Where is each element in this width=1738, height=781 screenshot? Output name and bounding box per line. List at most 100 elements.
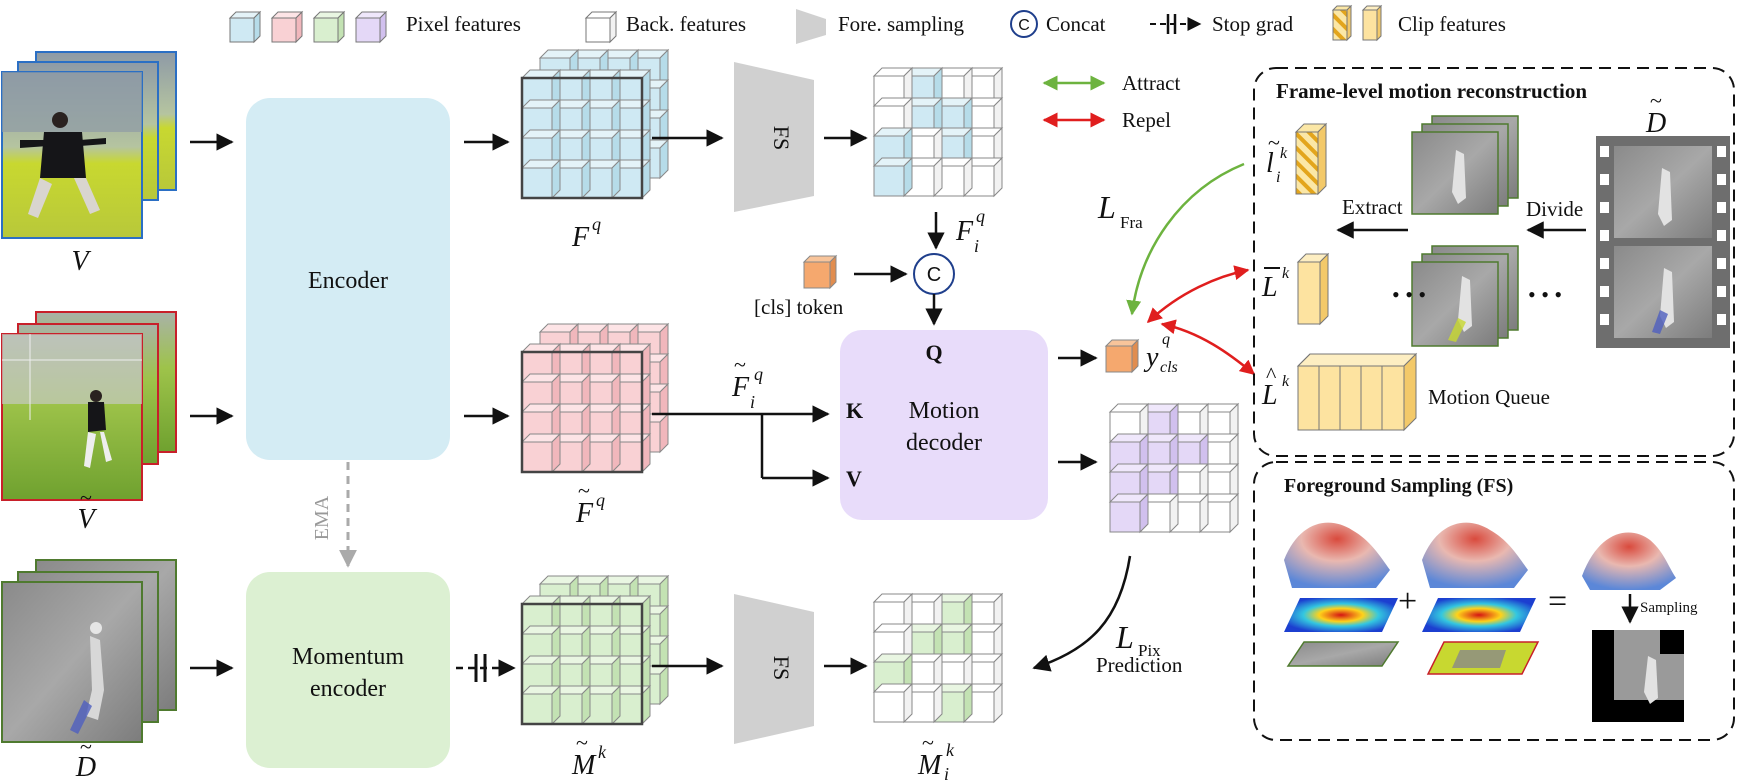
fs-panel-title: Foreground Sampling (FS) bbox=[1284, 475, 1513, 497]
svg-text:i: i bbox=[974, 236, 979, 256]
plus-sign: + bbox=[1398, 583, 1417, 620]
tilde-v: ~ bbox=[80, 485, 92, 510]
divide-label: Divide bbox=[1526, 197, 1583, 221]
svg-text:k: k bbox=[1280, 145, 1288, 162]
label-lhat: L ^ k bbox=[1261, 362, 1290, 411]
legend-back-features: Back. features bbox=[626, 12, 746, 36]
fs-label-top: FS bbox=[769, 126, 794, 150]
legend-concat: Concat bbox=[1046, 12, 1106, 36]
momentum-encoder-block bbox=[246, 572, 450, 768]
label-fiq: F i q bbox=[955, 206, 985, 256]
legend-stop-grad: Stop grad bbox=[1212, 12, 1294, 36]
label-d-tilde: D bbox=[75, 752, 96, 781]
tilde-d: ~ bbox=[80, 734, 92, 759]
encoder-block bbox=[246, 98, 450, 460]
fore-sampling-icon bbox=[796, 9, 826, 44]
svg-text:M: M bbox=[917, 750, 943, 781]
svg-text:~: ~ bbox=[922, 730, 934, 755]
stop-grad-icon bbox=[1150, 14, 1202, 34]
input-clip-v-tilde bbox=[1, 311, 177, 501]
film-strip bbox=[1596, 136, 1730, 348]
label-lpix: L Pix Prediction bbox=[1096, 619, 1183, 677]
momentum-encoder-label-2: encoder bbox=[310, 676, 386, 702]
svg-text:F: F bbox=[575, 498, 594, 529]
legend-repel: Repel bbox=[1122, 108, 1171, 132]
svg-text:q: q bbox=[592, 214, 601, 234]
momentum-encoder-label-1: Momentum bbox=[292, 644, 404, 670]
input-clip-v bbox=[1, 51, 177, 239]
svg-text:~: ~ bbox=[578, 478, 590, 503]
decoder-k-label: K bbox=[846, 398, 863, 423]
repel-curve-1 bbox=[1146, 265, 1250, 324]
heatmap-stack-2 bbox=[1422, 522, 1540, 675]
heatmap-stack-1 bbox=[1284, 522, 1400, 667]
feature-grid-mk bbox=[520, 574, 670, 726]
svg-text:k: k bbox=[1282, 373, 1290, 390]
svg-text:i: i bbox=[1276, 169, 1280, 186]
svg-text:i: i bbox=[750, 392, 755, 412]
sampled-mask bbox=[1592, 630, 1684, 722]
decoder-q-label: Q bbox=[925, 340, 942, 365]
attract-curve bbox=[1126, 162, 1245, 316]
concat-icon-letter: C bbox=[1018, 17, 1030, 34]
back-feature-cube-icon bbox=[584, 10, 618, 44]
clip-feature-lbar bbox=[1296, 252, 1330, 326]
motion-queue bbox=[1296, 352, 1418, 432]
label-ycls: y q cls bbox=[1143, 331, 1178, 376]
pixel-feature-cubes-icon bbox=[228, 10, 388, 44]
label-mk: M ~ k bbox=[571, 730, 607, 781]
stop-grad-arrow bbox=[456, 654, 516, 682]
pix-prediction-arrow bbox=[1032, 555, 1132, 672]
decoder-v-label: V bbox=[846, 466, 862, 491]
clip-feature-li bbox=[1294, 122, 1328, 196]
svg-text:q: q bbox=[596, 490, 605, 510]
label-lfra: L Fra bbox=[1097, 189, 1143, 232]
input-clip-d-tilde bbox=[1, 559, 177, 743]
label-lbar: L k bbox=[1261, 265, 1290, 303]
legend-fore-sampling: Fore. sampling bbox=[838, 12, 964, 36]
svg-text:F: F bbox=[731, 372, 750, 403]
legend-attract: Attract bbox=[1122, 71, 1180, 95]
svg-text:F: F bbox=[955, 216, 974, 247]
motion-queue-label: Motion Queue bbox=[1428, 385, 1550, 409]
label-d-tilde-panel: D ~ bbox=[1645, 88, 1666, 139]
dots-right: • • • bbox=[1528, 282, 1562, 307]
svg-text:^: ^ bbox=[1266, 362, 1277, 387]
svg-text:L: L bbox=[1097, 189, 1116, 225]
svg-text:M: M bbox=[571, 750, 597, 781]
dots-left: • • • bbox=[1392, 282, 1426, 307]
svg-text:~: ~ bbox=[576, 730, 588, 755]
svg-text:~: ~ bbox=[734, 352, 746, 377]
svg-text:Fra: Fra bbox=[1120, 213, 1143, 232]
decoder-label-1: Motion bbox=[909, 398, 980, 424]
feature-grid-fiq bbox=[872, 66, 1004, 198]
legend: Pixel features Back. features Fore. samp… bbox=[228, 4, 1506, 132]
concat-node-letter: C bbox=[927, 264, 941, 286]
frame-stack-1 bbox=[1411, 115, 1519, 215]
legend-clip-features: Clip features bbox=[1398, 12, 1506, 36]
svg-text:L: L bbox=[1115, 619, 1134, 655]
legend-pixel-features: Pixel features bbox=[406, 12, 521, 36]
fs-block-bottom bbox=[734, 594, 814, 744]
label-mik: M ~ i k bbox=[917, 730, 955, 781]
svg-text:k: k bbox=[946, 740, 955, 760]
svg-text:q: q bbox=[1162, 331, 1170, 348]
ycls-cube bbox=[1104, 338, 1140, 374]
label-li: l ~ i k bbox=[1266, 130, 1288, 186]
concat-icon bbox=[1010, 10, 1038, 38]
label-v-tilde: V bbox=[77, 504, 97, 535]
fs-block-top bbox=[734, 62, 814, 212]
svg-text:q: q bbox=[754, 364, 763, 384]
arrow-ftq-kv bbox=[652, 405, 830, 487]
cls-token-cube bbox=[802, 254, 838, 290]
svg-text:L: L bbox=[1261, 380, 1278, 411]
svg-text:D: D bbox=[1645, 108, 1666, 139]
label-ftiq: F ~ i q bbox=[731, 352, 763, 412]
svg-text:l: l bbox=[1266, 148, 1274, 179]
svg-text:i: i bbox=[944, 764, 949, 781]
svg-text:L: L bbox=[1261, 272, 1278, 303]
svg-text:F: F bbox=[571, 222, 590, 253]
feature-grid-mik bbox=[872, 592, 1004, 724]
feature-grid-fq bbox=[520, 48, 670, 200]
